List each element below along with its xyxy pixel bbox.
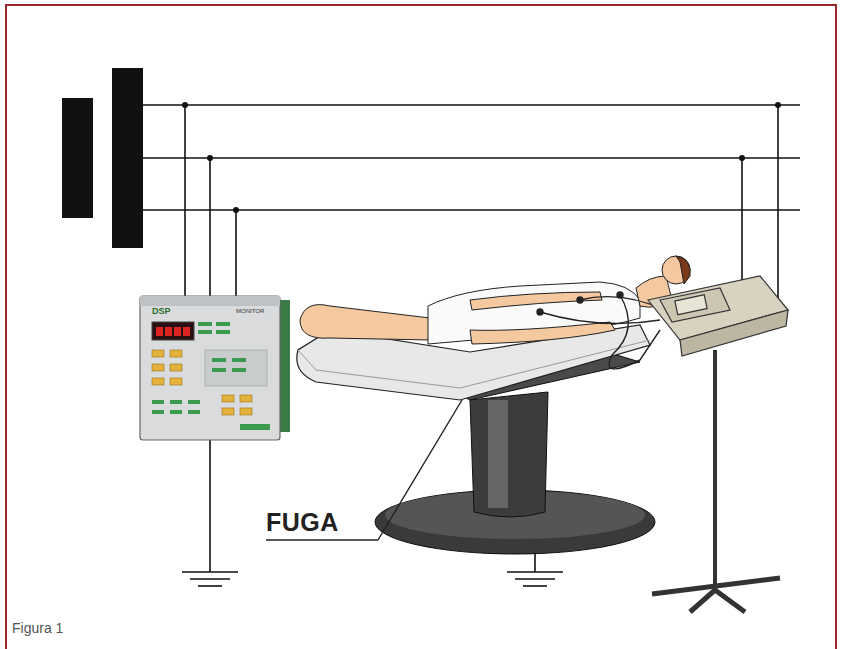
isolation-monitor [140,296,290,440]
source-plate [62,98,93,218]
device-label: MONITOR [236,308,264,314]
operating-table [297,325,655,554]
leader-line [266,400,462,540]
patient [300,256,690,344]
brand-label: DSP [152,306,171,316]
medical-device [648,276,788,612]
ground-symbol [182,572,563,586]
junction-dots [182,102,781,213]
frame [6,5,836,649]
leak-label: FUGA [266,508,339,537]
ecg-leads [537,292,665,369]
source-plate [112,68,143,248]
figure-caption: Figura 1 [12,620,63,636]
